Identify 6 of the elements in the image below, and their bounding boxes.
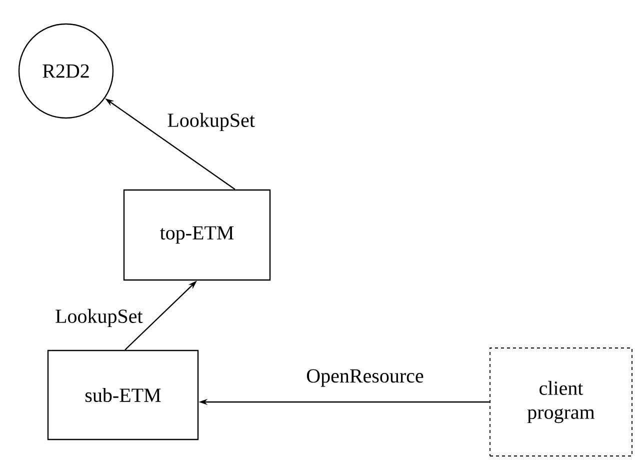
process-box: sub-ETM (47, 350, 199, 440)
client-box: client program (490, 348, 632, 456)
edge-label: LookupSet (53, 306, 145, 330)
edge-label: OpenResource (304, 367, 426, 389)
process-box: top-ETM (123, 189, 271, 281)
edge-label: LookupSet (165, 110, 257, 134)
